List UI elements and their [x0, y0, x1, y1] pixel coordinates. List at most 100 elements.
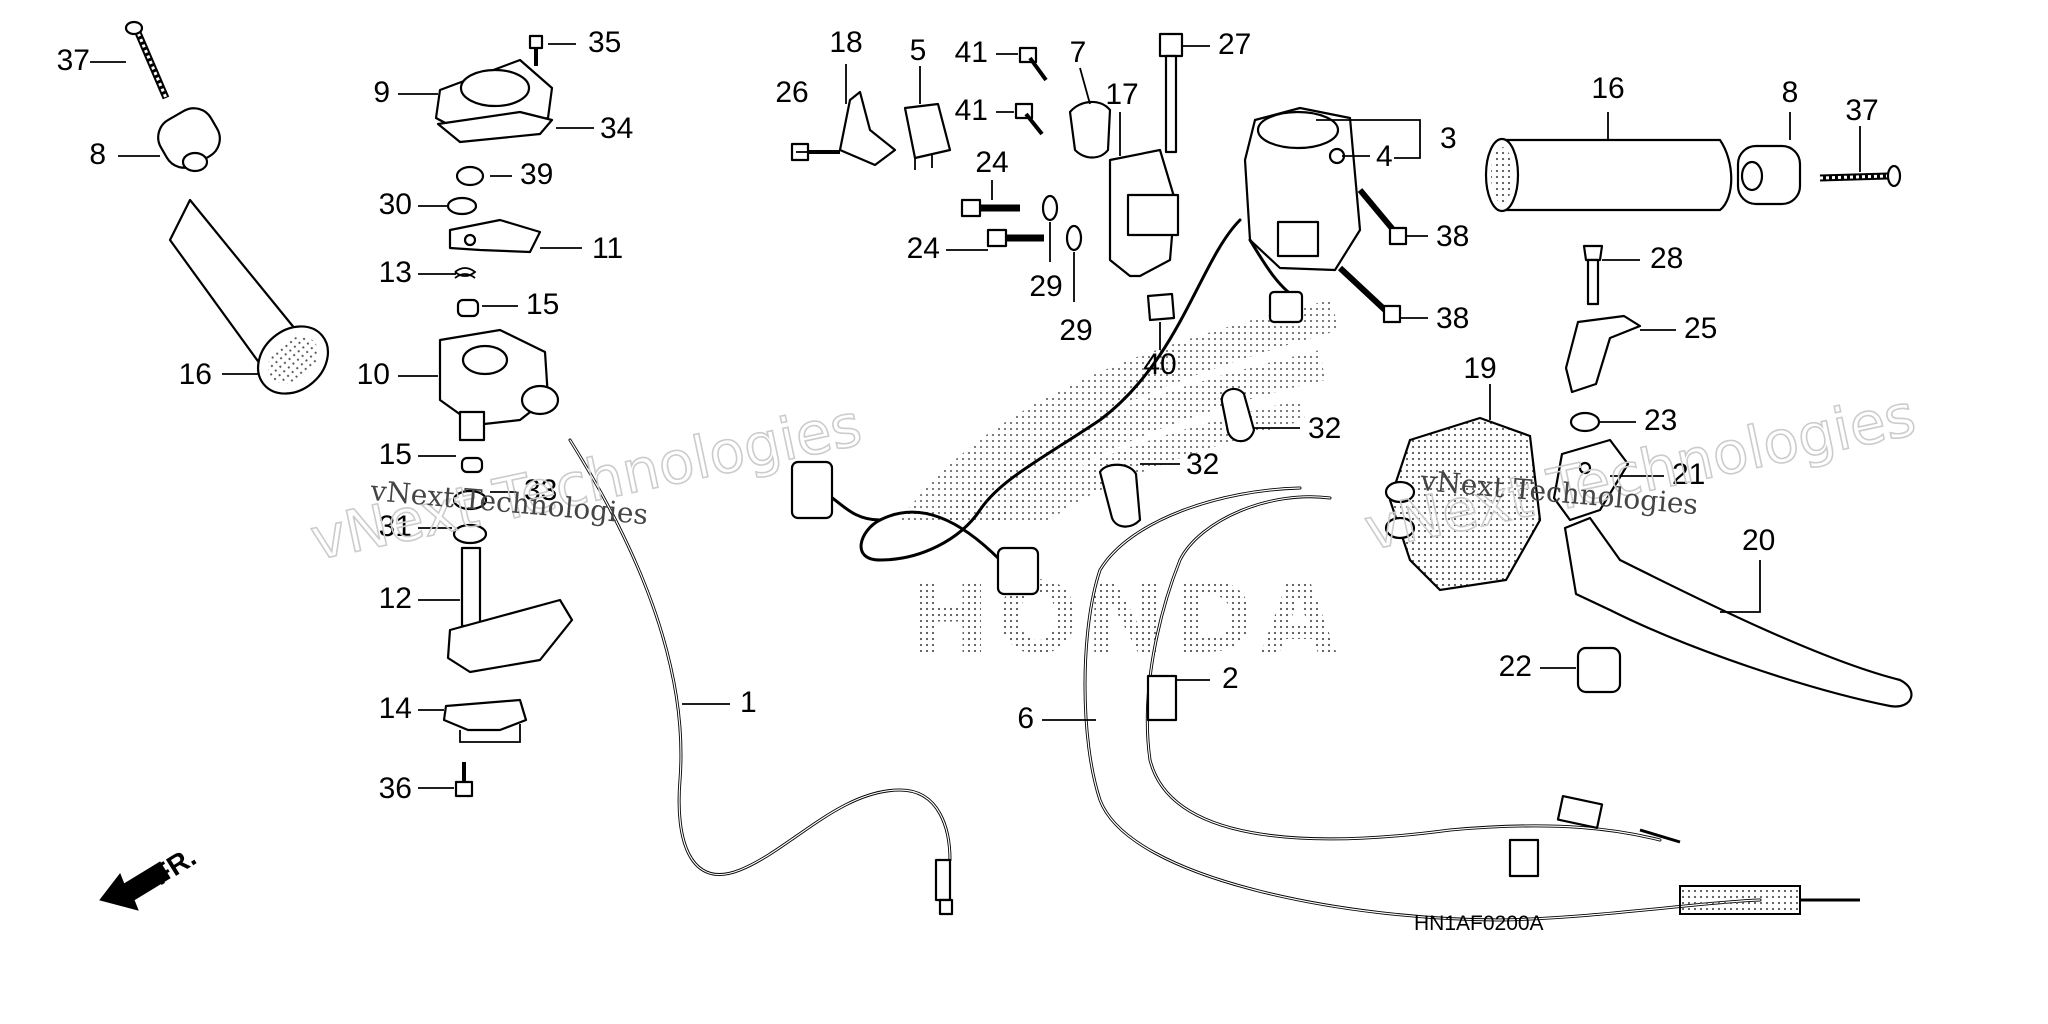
leader-lines	[90, 43, 1861, 789]
callout-23: 23	[1644, 404, 1677, 437]
nut-40[interactable]	[1146, 292, 1176, 322]
callout-29-lower: 29	[1059, 314, 1092, 347]
callout-18: 18	[829, 26, 862, 59]
callout-36: 36	[379, 772, 412, 805]
callout-15-upper: 15	[526, 288, 559, 321]
callout-35: 35	[588, 26, 621, 59]
lever-bracket-21[interactable]	[1552, 438, 1630, 522]
front-arrow-icon	[99, 861, 171, 911]
washer-29-lower[interactable]	[1065, 224, 1083, 252]
callout-34: 34	[600, 112, 633, 145]
callout-5: 5	[910, 34, 927, 67]
bolt-27[interactable]	[1158, 32, 1184, 154]
callout-37-right: 37	[1845, 94, 1878, 127]
callout-39: 39	[520, 158, 553, 191]
throttle-housing-10[interactable]	[438, 328, 560, 442]
grip-16-right[interactable]	[1484, 137, 1733, 213]
bushing-22[interactable]	[1576, 646, 1622, 694]
callout-32-lower: 32	[1186, 448, 1219, 481]
callout-14: 14	[379, 692, 412, 725]
throttle-lever-12[interactable]	[446, 546, 574, 674]
weight-8-right[interactable]	[1736, 144, 1802, 206]
switch-body-17[interactable]	[1108, 148, 1180, 278]
seal-15-lower[interactable]	[460, 456, 484, 474]
bracket-18[interactable]	[838, 90, 897, 167]
weight-8-left[interactable]	[151, 101, 227, 175]
callout-27: 27	[1218, 28, 1251, 61]
spring-13[interactable]	[454, 267, 477, 279]
clip-32-upper[interactable]	[1220, 387, 1256, 443]
callout-32-upper: 32	[1308, 412, 1341, 445]
bolt-37-right[interactable]	[1819, 164, 1902, 188]
callout-31: 31	[379, 510, 412, 543]
screw-38-upper[interactable]	[1357, 188, 1408, 246]
washer-30[interactable]	[446, 196, 478, 216]
screw-24-lower[interactable]	[986, 228, 1044, 248]
callout-6: 6	[1017, 702, 1034, 735]
switch-housing-3[interactable]	[1243, 106, 1362, 272]
callout-24-lower: 24	[907, 232, 940, 265]
callout-25: 25	[1684, 312, 1717, 345]
callout-3: 3	[1440, 122, 1457, 155]
wire-harness[interactable]	[790, 218, 1304, 596]
relay-5[interactable]	[903, 102, 952, 170]
front-direction-marker: FR.	[99, 841, 201, 911]
callout-9: 9	[373, 76, 390, 109]
watermark-right: vNext Technologies vNext Technologies	[1358, 380, 1922, 565]
callout-17: 17	[1105, 78, 1138, 111]
callout-38-lower: 38	[1436, 302, 1469, 335]
callout-19: 19	[1463, 352, 1496, 385]
cover-19[interactable]	[1384, 416, 1542, 592]
callout-10: 10	[357, 358, 390, 391]
callout-41-upper: 41	[955, 36, 988, 69]
washer-31[interactable]	[452, 523, 488, 545]
grip-16-left[interactable]	[168, 198, 341, 407]
clamp-14[interactable]	[442, 698, 528, 732]
gasket-34[interactable]	[436, 110, 554, 144]
callout-28: 28	[1650, 242, 1683, 275]
callout-15-lower: 15	[379, 438, 412, 471]
screw-35[interactable]	[528, 34, 544, 66]
callout-20: 20	[1742, 524, 1775, 557]
callout-2: 2	[1222, 662, 1239, 695]
callout-13: 13	[379, 256, 412, 289]
callout-11: 11	[592, 232, 623, 265]
nut-39[interactable]	[455, 165, 485, 187]
clamp-7[interactable]	[1068, 100, 1112, 159]
callout-8-left: 8	[89, 138, 106, 171]
washer-29-upper[interactable]	[1041, 194, 1059, 222]
screw-41-lower[interactable]	[1014, 102, 1044, 136]
screw-24-upper[interactable]	[960, 198, 1020, 218]
clip-32-lower[interactable]	[1098, 463, 1142, 528]
callout-37-left: 37	[57, 44, 90, 77]
diagram-code: HN1AF0200A	[1414, 912, 1544, 935]
callout-16-left: 16	[179, 358, 212, 391]
collar-23[interactable]	[1569, 411, 1601, 433]
callout-26: 26	[775, 76, 808, 109]
callout-41-lower: 41	[955, 94, 988, 127]
honda-logo-text: HONDA	[908, 562, 1343, 676]
callout-16-right: 16	[1591, 72, 1624, 105]
brake-cable-6[interactable]	[1083, 486, 1860, 922]
arm-11[interactable]	[448, 218, 542, 254]
screw-4[interactable]	[1328, 147, 1346, 165]
bolt-37-left[interactable]	[124, 20, 170, 100]
seal-15-upper[interactable]	[456, 298, 480, 318]
lever-20[interactable]	[1563, 516, 1913, 708]
washer-33[interactable]	[452, 489, 488, 511]
callout-4: 4	[1376, 140, 1393, 173]
callout-21: 21	[1672, 458, 1705, 491]
callout-22: 22	[1499, 650, 1532, 683]
throttle-cable-1[interactable]	[568, 438, 954, 916]
brake-cable-2[interactable]	[1145, 495, 1681, 844]
callout-24-upper: 24	[975, 146, 1008, 179]
callout-30: 30	[379, 188, 412, 221]
bolt-28[interactable]	[1582, 244, 1604, 306]
callout-7: 7	[1070, 36, 1087, 69]
callout-33: 33	[524, 474, 557, 507]
bolt-36[interactable]	[454, 762, 474, 798]
screw-38-lower[interactable]	[1337, 265, 1402, 324]
bracket-25[interactable]	[1564, 314, 1642, 394]
screw-41-upper[interactable]	[1018, 46, 1048, 82]
